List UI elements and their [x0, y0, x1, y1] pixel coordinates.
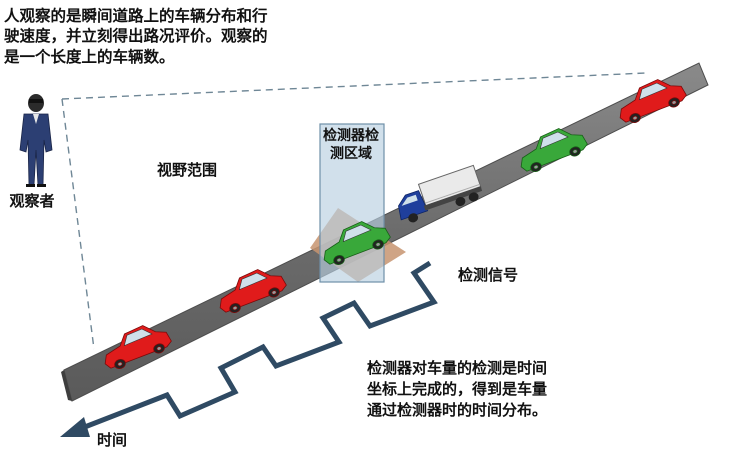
- observer-label: 观察者: [9, 192, 55, 210]
- detection-signal-label: 检测信号: [458, 266, 519, 284]
- detection-signal-line: [76, 260, 438, 433]
- truck-icon: [398, 164, 483, 223]
- bottom-note-text: 检测器对车量的检测是时间坐标上完成的，得到是车量通过检测器时的时间分布。: [367, 359, 548, 419]
- top-note-text: 人观察的是瞬间道路上的车辆分布和行驶速度，并立刻得出路况评价。观察的是一个长度上…: [4, 7, 268, 66]
- time-axis-label: 时间: [97, 431, 128, 449]
- view-range-lines: [61, 72, 647, 350]
- observer-person-icon: [19, 94, 53, 187]
- view-range-label: 视野范围: [157, 161, 218, 179]
- detector-zone-label: 检测器检测区域: [323, 128, 379, 162]
- time-arrow-icon: [60, 417, 90, 437]
